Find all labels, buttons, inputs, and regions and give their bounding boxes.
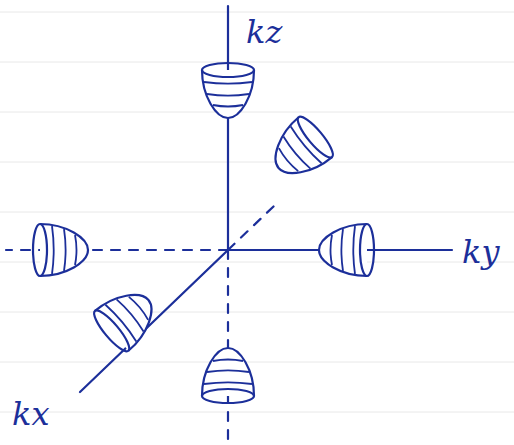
valley-pocket [202,63,254,118]
kz-axis [227,6,229,250]
notebook-lines [0,12,514,412]
neg-ky-axis [6,249,228,251]
valley-pocket [33,224,88,276]
axis-label: kx [12,398,49,430]
valley-pocket [90,280,166,355]
valley-pocket [262,113,338,188]
neg-kx-axis [228,205,275,250]
axis-label: kz [246,16,282,48]
axis-label: ky [462,236,499,268]
axes [6,6,452,442]
neg-kz-axis [227,250,229,442]
valley-pocket [319,224,374,276]
valley-pocket [202,348,254,403]
